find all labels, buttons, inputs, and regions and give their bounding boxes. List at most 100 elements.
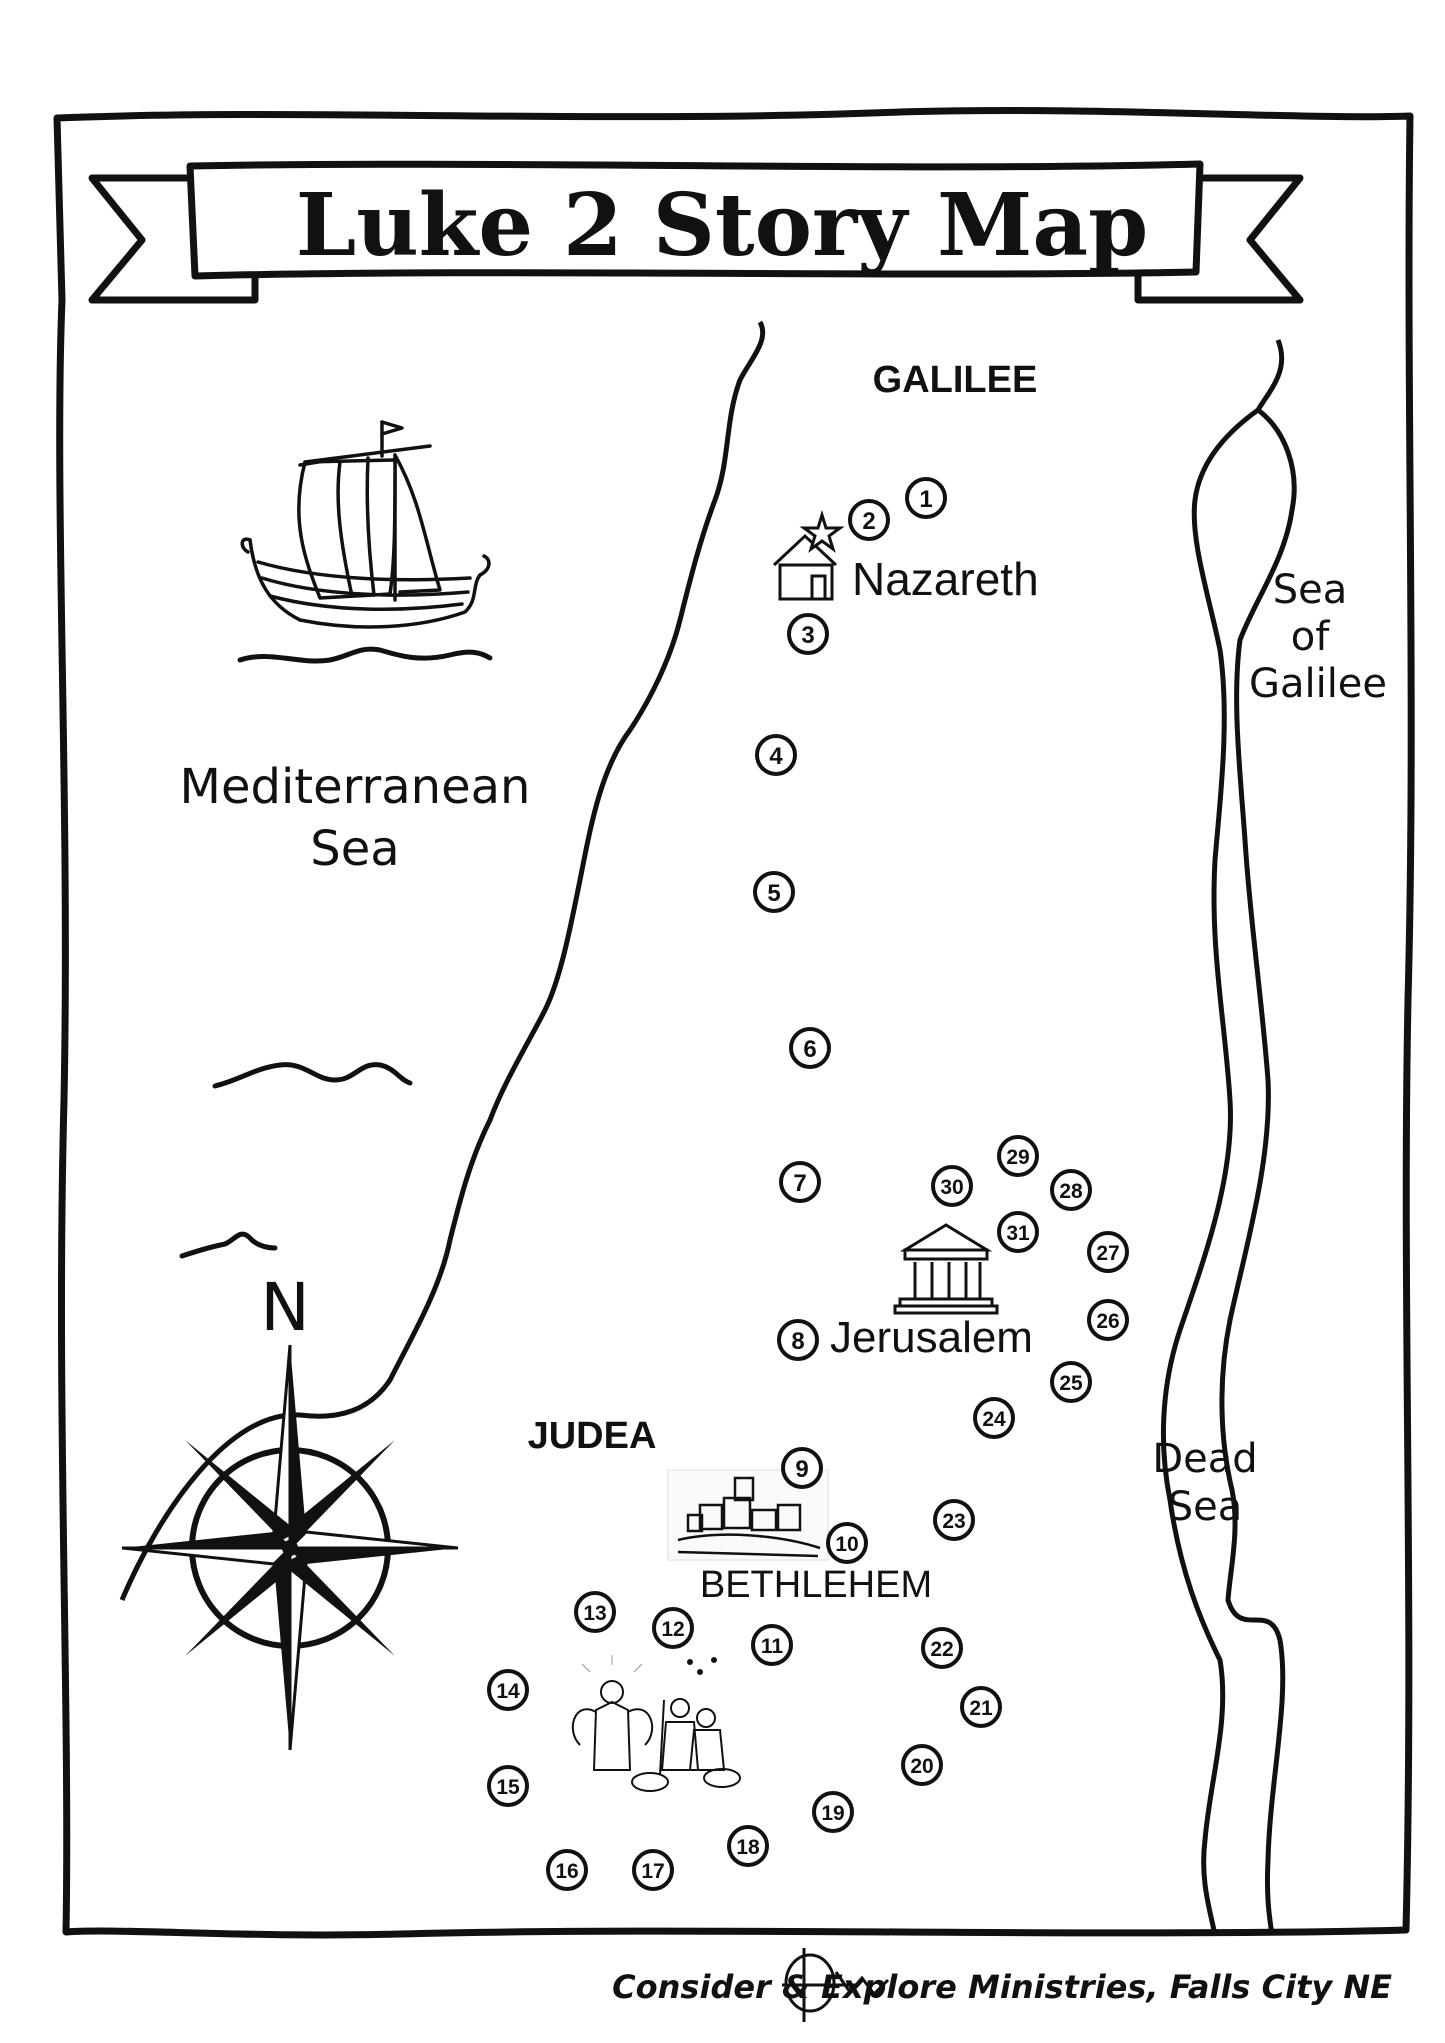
map-border bbox=[53, 106, 1415, 1939]
region-label-judea: JUDEA bbox=[528, 1415, 657, 1457]
waypoint-circle bbox=[905, 477, 947, 519]
waypoint-3: 3 bbox=[787, 613, 829, 655]
waypoint-number: 7 bbox=[793, 1170, 806, 1197]
waypoint-circle bbox=[1050, 1361, 1092, 1403]
waypoint-number: 17 bbox=[641, 1860, 664, 1883]
waypoint-circle bbox=[789, 1027, 831, 1069]
waypoint-number: 21 bbox=[969, 1697, 993, 1720]
waypoint-number: 24 bbox=[982, 1408, 1006, 1431]
waypoint-20: 20 bbox=[901, 1744, 943, 1786]
waypoint-18: 18 bbox=[727, 1825, 769, 1867]
waypoint-number: 6 bbox=[803, 1036, 816, 1063]
waypoint-number: 29 bbox=[1006, 1146, 1029, 1169]
waypoint-number: 13 bbox=[583, 1602, 606, 1625]
waypoint-circle bbox=[755, 734, 797, 776]
waypoint-24: 24 bbox=[973, 1397, 1015, 1439]
waypoint-29: 29 bbox=[997, 1135, 1039, 1177]
waypoint-number: 9 bbox=[795, 1456, 808, 1483]
waypoint-12: 12 bbox=[652, 1607, 694, 1649]
waypoint-circle bbox=[933, 1499, 975, 1541]
dead-sea-label-line1: Dead bbox=[1152, 1436, 1257, 1482]
waypoint-9: 9 bbox=[781, 1447, 823, 1489]
nazareth-house-icon bbox=[772, 509, 845, 601]
waypoint-circle bbox=[812, 1791, 854, 1833]
waypoint-number: 30 bbox=[940, 1176, 963, 1199]
waypoint-11: 11 bbox=[751, 1624, 793, 1666]
waypoint-number: 20 bbox=[910, 1755, 933, 1778]
waypoint-14: 14 bbox=[487, 1669, 529, 1711]
waypoint-circle bbox=[779, 1161, 821, 1203]
mediterranean-sea-label-line1: Mediterranean bbox=[180, 759, 531, 815]
waypoint-circle bbox=[787, 613, 829, 655]
waypoint-circle bbox=[1050, 1169, 1092, 1211]
waypoint-number: 26 bbox=[1096, 1310, 1119, 1333]
waypoint-28: 28 bbox=[1050, 1169, 1092, 1211]
waypoint-19: 19 bbox=[812, 1791, 854, 1833]
waypoint-circle bbox=[1087, 1299, 1129, 1341]
compass-rose-icon bbox=[121, 1344, 459, 1751]
sea-of-galilee-label-line3: Galilee bbox=[1249, 661, 1387, 707]
waypoint-circle bbox=[901, 1744, 943, 1786]
waypoint-circle bbox=[777, 1319, 819, 1361]
waypoint-number: 14 bbox=[496, 1680, 520, 1703]
waypoint-22: 22 bbox=[921, 1627, 963, 1669]
waypoint-13: 13 bbox=[574, 1591, 616, 1633]
waypoint-circle bbox=[997, 1135, 1039, 1177]
waypoint-circle bbox=[753, 871, 795, 913]
coastline bbox=[119, 320, 766, 1601]
waypoint-number: 28 bbox=[1059, 1180, 1083, 1203]
map-title: Luke 2 Story Map bbox=[296, 175, 1148, 276]
waypoint-number: 11 bbox=[761, 1635, 784, 1658]
place-label-jerusalem: Jerusalem bbox=[830, 1313, 1033, 1362]
waypoint-31: 31 bbox=[997, 1211, 1039, 1253]
waypoint-6: 6 bbox=[789, 1027, 831, 1069]
sea-of-galilee-label-line1: Sea bbox=[1273, 567, 1348, 613]
waypoint-number: 23 bbox=[942, 1510, 965, 1533]
waypoint-number: 18 bbox=[736, 1836, 760, 1859]
waypoint-circle bbox=[727, 1825, 769, 1867]
waypoint-number: 8 bbox=[791, 1328, 804, 1355]
waypoint-number: 2 bbox=[862, 508, 875, 535]
waypoint-number: 16 bbox=[555, 1860, 578, 1883]
ministry-logo-icon bbox=[782, 1948, 890, 2022]
waypoint-number: 31 bbox=[1006, 1222, 1030, 1245]
waypoint-17: 17 bbox=[632, 1849, 674, 1891]
waypoint-number: 12 bbox=[661, 1618, 684, 1641]
region-label-galilee: GALILEE bbox=[873, 359, 1038, 401]
waypoint-number: 19 bbox=[821, 1802, 844, 1825]
waypoint-circle bbox=[546, 1849, 588, 1891]
mediterranean-sea-label-line2: Sea bbox=[310, 821, 399, 877]
waypoint-4: 4 bbox=[755, 734, 797, 776]
waypoint-number: 22 bbox=[930, 1638, 953, 1661]
dead-sea-label-line2: Sea bbox=[1168, 1484, 1243, 1530]
place-label-bethlehem: BETHLEHEM bbox=[700, 1564, 932, 1606]
waypoint-circle bbox=[848, 499, 890, 541]
sea-of-galilee-label-line2: of bbox=[1291, 614, 1330, 660]
waypoint-2: 2 bbox=[848, 499, 890, 541]
waypoint-number: 1 bbox=[919, 486, 932, 513]
waypoint-circle bbox=[487, 1765, 529, 1807]
waypoint-1: 1 bbox=[905, 477, 947, 519]
waypoint-27: 27 bbox=[1087, 1231, 1129, 1273]
compass-north-label: N bbox=[260, 1269, 309, 1346]
waypoint-30: 30 bbox=[931, 1165, 973, 1207]
waypoint-5: 5 bbox=[753, 871, 795, 913]
waypoint-circle bbox=[781, 1447, 823, 1489]
waypoint-circle bbox=[652, 1607, 694, 1649]
footer-credit: Consider & Explore Ministries, Falls Cit… bbox=[612, 1968, 1392, 2006]
waypoint-25: 25 bbox=[1050, 1361, 1092, 1403]
waypoint-circle bbox=[487, 1669, 529, 1711]
waypoint-circle bbox=[574, 1591, 616, 1633]
waypoint-circle bbox=[1087, 1231, 1129, 1273]
waypoint-21: 21 bbox=[960, 1686, 1002, 1728]
waypoint-circle bbox=[751, 1624, 793, 1666]
waypoint-number: 5 bbox=[767, 880, 780, 907]
waypoint-8: 8 bbox=[777, 1319, 819, 1361]
waypoint-16: 16 bbox=[546, 1849, 588, 1891]
waypoint-23: 23 bbox=[933, 1499, 975, 1541]
waypoint-15: 15 bbox=[487, 1765, 529, 1807]
waypoint-circle bbox=[973, 1397, 1015, 1439]
title-banner: Luke 2 Story Map bbox=[88, 160, 1304, 304]
